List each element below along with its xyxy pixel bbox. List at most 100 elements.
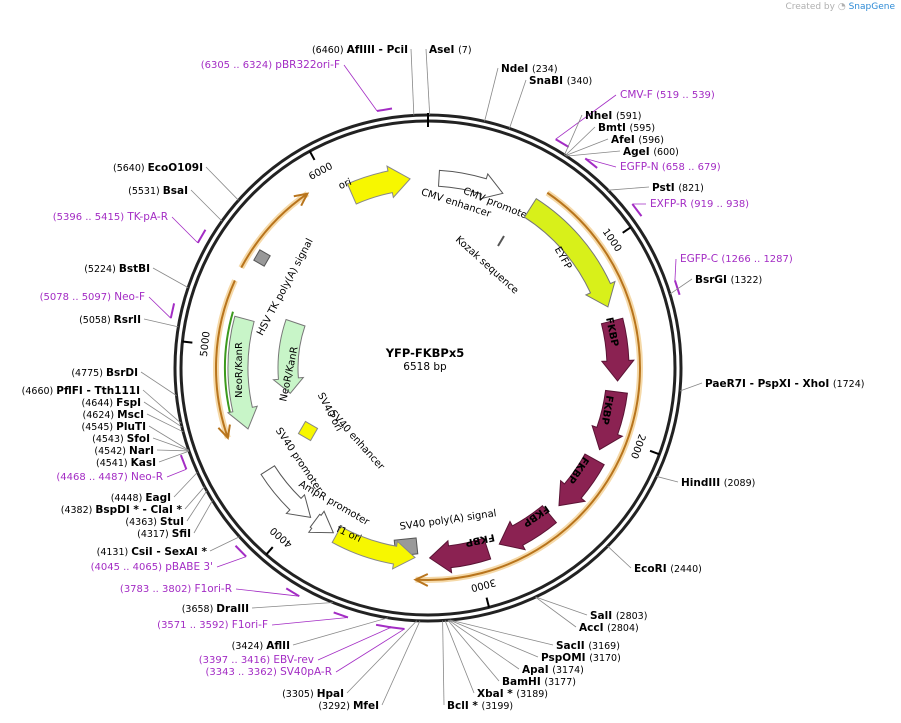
site-label-kasi: (4541) KasI: [96, 457, 156, 469]
primer-leader-neo-r: [166, 468, 187, 478]
site-label-nhei: NheI (591): [585, 110, 642, 122]
site-leader-nari: [156, 449, 189, 452]
site-label-pflfi-tth111i: (4660) PflFI - Tth111I: [22, 385, 140, 397]
primer-leader-pbabe-3: [216, 556, 247, 568]
site-leader-sfii: [193, 500, 213, 534]
ampr-promoter-arrow: [307, 510, 335, 534]
orf-green: [224, 311, 234, 413]
primer-label-neo-r: (4468 .. 4487) Neo-R: [56, 471, 163, 483]
site-label-nari: (4542) NarI: [94, 445, 154, 457]
site-label-afei: AfeI (596): [611, 134, 664, 146]
primer-mark-pbr322ori-f: [376, 107, 393, 112]
snapgene-credit: Created by ◔ SnapGene: [785, 2, 895, 12]
site-leader-apai: [448, 619, 520, 670]
f1-ori-arrow: [331, 525, 416, 570]
tick-label-3000: 3000: [470, 576, 497, 593]
site-leader-bcli: [442, 620, 445, 706]
primer-mark-egfp-c: [673, 280, 681, 296]
site-label-aflii: (3424) AflII: [232, 640, 290, 652]
site-leader-stui: [186, 490, 208, 522]
site-leader-pflfi-tth111i: [142, 389, 182, 424]
tick-1000: [622, 226, 632, 234]
tick-4000: [265, 546, 274, 556]
site-leader-bsrgi: [669, 278, 693, 295]
site-label-hindiii: HindIII (2089): [681, 477, 755, 489]
primer-mark-neo-r: [179, 454, 188, 470]
fkbp-label-2: FKBP: [599, 394, 615, 425]
primer-leader-egfp-n: [585, 158, 617, 168]
tick-6000: [308, 150, 316, 161]
orf-left-upper-head: [293, 192, 310, 207]
primer-leader-neo-f: [148, 296, 172, 319]
site-label-bsrdi: (4775) BsrDI: [71, 367, 138, 379]
site-label-ecoo109i: (5640) EcoO109I: [113, 162, 203, 174]
site-leader-bspdi-clai: [184, 486, 205, 510]
kozak-mark: [497, 235, 505, 247]
tick-label-4000: 4000: [268, 524, 294, 549]
site-label-bstbi: (5224) BstBI: [84, 263, 150, 275]
primer-leader-cmv-f: [555, 94, 617, 140]
site-leader-agei: [566, 150, 621, 157]
site-label-afiiii-pcii: (6460) AfIIII - PciI: [312, 44, 408, 56]
eyfp-arrow: [523, 197, 616, 308]
site-label-bsrgi: BsrGI (1322): [695, 274, 762, 286]
primer-mark-ebv-rev: [375, 623, 392, 629]
fkbp-arrow-2: [591, 389, 628, 451]
credit-brand: SnapGene: [848, 2, 895, 12]
site-leader-hindiii: [656, 476, 679, 483]
primer-leader-tk-pa-r: [171, 216, 199, 244]
primer-leader-ebv-rev: [317, 627, 392, 661]
primer-label-egfp-n: EGFP-N (658 .. 679): [620, 161, 721, 173]
site-leader-fspi: [143, 401, 183, 428]
primer-label-cmv-f: CMV-F (519 .. 539): [620, 89, 715, 101]
primer-mark-exfp-r: [631, 203, 643, 217]
site-label-xbai: XbaI * (3189): [477, 688, 548, 700]
site-leader-bamhi: [447, 619, 500, 682]
orf-arcs: [213, 190, 643, 587]
site-leader-asei: [425, 48, 431, 116]
orf-main-head: [413, 573, 429, 587]
orf-left-lower-head: [217, 424, 231, 441]
site-label-rsrii: (5058) RsrII: [79, 314, 141, 326]
site-label-agei: AgeI (600): [623, 146, 679, 158]
primer-leader-egfp-c: [674, 258, 677, 281]
plasmid-name: YFP-FKBPx5: [385, 346, 465, 360]
sv40-ori-box: [297, 420, 319, 442]
site-label-csii-sexai: (4131) CsiI - SexAI *: [97, 546, 208, 558]
site-label-stui: (4363) StuI: [125, 516, 184, 528]
site-label-bamhi: BamHI (3177): [502, 676, 576, 688]
cmv-promoter-arrow: [437, 169, 504, 200]
site-leader-sali: [535, 596, 588, 616]
site-label-bsai: (5531) BsaI: [128, 185, 188, 197]
site-leader-draiii: [251, 602, 334, 609]
plasmid-size: 6518 bp: [403, 361, 447, 373]
site-label-asei: AseI (7): [429, 44, 472, 56]
tick-3000: [485, 597, 490, 608]
site-leader-snabi: [509, 79, 527, 129]
ampr-promoter-label: AmpR promoter: [297, 479, 372, 529]
site-label-sali: SalI (2803): [590, 610, 647, 622]
site-leader-rsrii: [143, 318, 179, 328]
primer-leader-f1ori-f: [271, 617, 349, 626]
site-label-acci: AccI (2804): [579, 622, 639, 634]
site-label-sfoi: (4543) SfoI: [92, 433, 150, 445]
site-label-bmti: BmtI (595): [598, 122, 655, 134]
site-label-bcli: BclI * (3199): [447, 700, 513, 712]
site-label-pluti: (4545) PluTI: [82, 421, 146, 433]
primer-label-tk-pa-r: (5396 .. 5415) TK-pA-R: [53, 211, 168, 223]
site-label-draiii: (3658) DraIII: [182, 603, 249, 615]
site-leader-mfei: [381, 620, 421, 706]
primer-mark-f1ori-f: [333, 611, 349, 619]
sv40-enhancer-label: SV40 enhancer: [327, 408, 387, 473]
primer-label-ebv-rev: (3397 .. 3416) EBV-rev: [199, 654, 314, 666]
site-leader-afei: [565, 138, 609, 156]
primer-leader-sv40pa-r: [335, 628, 405, 673]
site-label-sfii: (4317) SfiI: [137, 528, 191, 540]
site-label-fspi: (4644) FspI: [82, 397, 141, 409]
primer-mark-cmv-f: [555, 138, 570, 148]
site-label-bspdi-clai: (4382) BspDI * - ClaI *: [61, 504, 183, 516]
neor-outer-arrow: [226, 315, 259, 430]
site-label-snabi: SnaBI (340): [529, 75, 592, 87]
